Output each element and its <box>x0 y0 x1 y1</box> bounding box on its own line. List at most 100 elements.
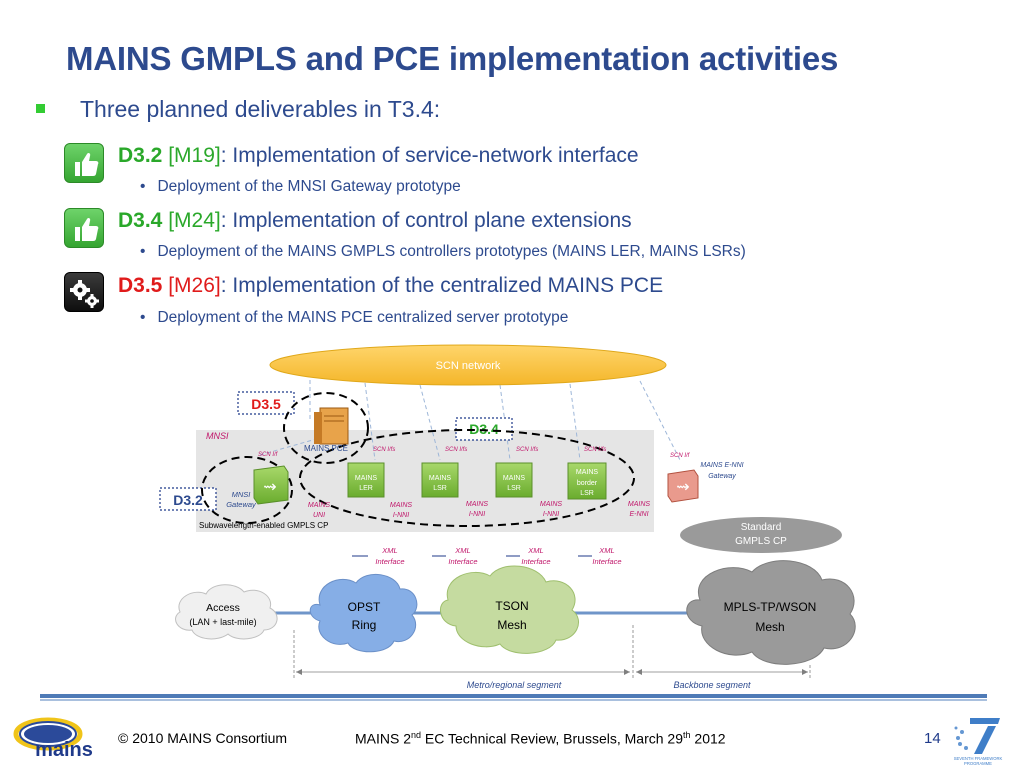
svg-text:border: border <box>577 480 598 487</box>
deliverable-month: [M24] <box>168 209 221 232</box>
svg-text:Metro/regional segment: Metro/regional segment <box>467 680 562 690</box>
deliverable-sub: •Deployment of the MAINS PCE centralized… <box>140 309 569 326</box>
svg-text:OPST: OPST <box>348 600 381 614</box>
controllers-highlight <box>299 429 635 527</box>
svg-text:Standard: Standard <box>741 522 782 533</box>
svg-text:mains: mains <box>35 739 93 761</box>
svg-text:SCN I/fs: SCN I/fs <box>373 447 395 453</box>
server-icon <box>314 407 349 445</box>
svg-text:D3.5: D3.5 <box>251 396 281 412</box>
page-title: MAINS GMPLS and PCE implementation activ… <box>66 40 839 77</box>
deliverable-sub: •Deployment of the MAINS GMPLS controlle… <box>140 243 746 260</box>
deliverable-month: [M19] <box>168 144 221 167</box>
deliverable-desc: : Implementation of service-network inte… <box>220 144 639 167</box>
intro-text: Three planned deliverables in T3.4: <box>80 96 441 122</box>
svg-text:D3.4: D3.4 <box>469 421 499 437</box>
svg-text:XML: XML <box>454 546 470 555</box>
svg-text:D3.2: D3.2 <box>173 492 203 508</box>
mains-border-lsr: MAINS border LSR <box>567 462 607 500</box>
scn-label: SCN network <box>436 360 501 372</box>
svg-text:MAINS: MAINS <box>355 475 378 482</box>
svg-text:XML: XML <box>381 546 397 555</box>
svg-text:E-NNI: E-NNI <box>629 511 648 518</box>
svg-text:MAINS: MAINS <box>466 501 489 508</box>
svg-text:SCN I/f: SCN I/f <box>670 453 691 459</box>
gears-icon <box>64 272 104 312</box>
standard-gmpls-cp <box>680 517 842 553</box>
svg-text:MAINS: MAINS <box>540 501 563 508</box>
svg-text:XML: XML <box>598 546 614 555</box>
deliverable-d35: D3.5 [M26]: Implementation of the centra… <box>118 274 663 298</box>
svg-text:Subwavelength-enabled GMPLS C: Subwavelength-enabled GMPLS CP <box>199 521 328 530</box>
svg-text:MAINS: MAINS <box>503 475 526 482</box>
svg-text:MAINS: MAINS <box>429 475 452 482</box>
svg-text:(LAN + last-mile): (LAN + last-mile) <box>189 617 256 627</box>
svg-text:I-NNI: I-NNI <box>469 511 485 518</box>
deliverable-desc: : Implementation of the centralized MAIN… <box>220 274 664 297</box>
mains-logo: mains <box>13 717 93 761</box>
footer-event: MAINS 2nd EC Technical Review, Brussels,… <box>355 730 726 747</box>
svg-text:LSR: LSR <box>433 485 447 492</box>
opst-cloud <box>309 574 418 653</box>
fp7-logo: SEVENTH FRAMEWORK PROGRAMME <box>954 718 1003 766</box>
svg-text:LSR: LSR <box>580 490 594 497</box>
svg-text:PROGRAMME: PROGRAMME <box>964 761 992 766</box>
svg-text:MPLS-TP/WSON: MPLS-TP/WSON <box>724 600 817 614</box>
footer-copyright: © 2010 MAINS Consortium <box>118 730 288 746</box>
svg-text:Gateway: Gateway <box>226 500 257 509</box>
svg-text:MAINS E-NNI: MAINS E-NNI <box>700 462 743 469</box>
svg-text:Access: Access <box>206 602 240 614</box>
svg-text:MAINS: MAINS <box>308 502 331 509</box>
svg-text:LER: LER <box>359 485 373 492</box>
svg-text:Interface: Interface <box>448 557 477 566</box>
deliverable-code: D3.4 <box>118 209 163 232</box>
svg-text:LSR: LSR <box>507 485 521 492</box>
svg-text:SCN I/f: SCN I/f <box>258 452 279 458</box>
mpls-cloud <box>686 560 856 665</box>
svg-text:UNI: UNI <box>313 512 325 519</box>
svg-text:SCN I/fs: SCN I/fs <box>445 447 467 453</box>
svg-text:Interface: Interface <box>592 557 621 566</box>
enni-gateway: ⇝ <box>667 469 699 503</box>
gateway-highlight <box>201 456 293 524</box>
architecture-diagram: SCN network D3.5 D3.4 D3.2 MNSI MAINS PC… <box>159 344 856 690</box>
page-number: 14 <box>924 730 941 747</box>
svg-text:Mesh: Mesh <box>755 620 784 634</box>
bullet-square <box>36 104 45 113</box>
svg-text:Interface: Interface <box>375 557 404 566</box>
footer-divider-light <box>40 699 987 701</box>
svg-text:Mesh: Mesh <box>497 618 526 632</box>
svg-text:Interface: Interface <box>521 557 550 566</box>
svg-text:⇝: ⇝ <box>263 479 276 496</box>
svg-text:SCN I/fs: SCN I/fs <box>584 447 606 453</box>
svg-text:MNSI: MNSI <box>206 431 229 441</box>
mains-lsr-1: MAINS LSR <box>421 462 459 498</box>
deliverable-d34: D3.4 [M24]: Implementation of control pl… <box>118 209 632 233</box>
mains-ler: MAINS LER <box>347 462 385 498</box>
svg-text:I-NNI: I-NNI <box>543 511 559 518</box>
svg-text:XML: XML <box>527 546 543 555</box>
svg-text:⇝: ⇝ <box>676 479 689 496</box>
svg-text:TSON: TSON <box>495 599 528 613</box>
thumbs-up-icon <box>64 143 104 183</box>
deliverable-code: D3.2 <box>118 144 163 167</box>
d35-box <box>237 391 295 415</box>
svg-text:SEVENTH FRAMEWORK: SEVENTH FRAMEWORK <box>954 756 1003 761</box>
tson-cloud <box>440 565 579 654</box>
svg-text:MNSI: MNSI <box>232 490 251 499</box>
svg-text:MAINS: MAINS <box>390 502 413 509</box>
deliverable-desc: : Implementation of control plane extens… <box>220 209 632 232</box>
svg-text:I-NNI: I-NNI <box>393 512 409 519</box>
svg-text:Gateway: Gateway <box>708 473 736 480</box>
mains-lsr-2: MAINS LSR <box>495 462 533 498</box>
mnsi-gateway: ⇝ <box>253 465 289 505</box>
deliverable-month: [M26] <box>168 274 221 297</box>
deliverable-sub: •Deployment of the MNSI Gateway prototyp… <box>140 178 461 195</box>
deliverable-code: D3.5 <box>118 274 163 297</box>
svg-text:Backbone segment: Backbone segment <box>673 680 751 690</box>
svg-text:MAINS: MAINS <box>576 469 599 476</box>
svg-text:GMPLS CP: GMPLS CP <box>735 536 787 547</box>
footer-divider <box>40 694 987 698</box>
svg-text:MAINS: MAINS <box>628 501 651 508</box>
svg-text:MAINS PCE: MAINS PCE <box>304 444 348 453</box>
